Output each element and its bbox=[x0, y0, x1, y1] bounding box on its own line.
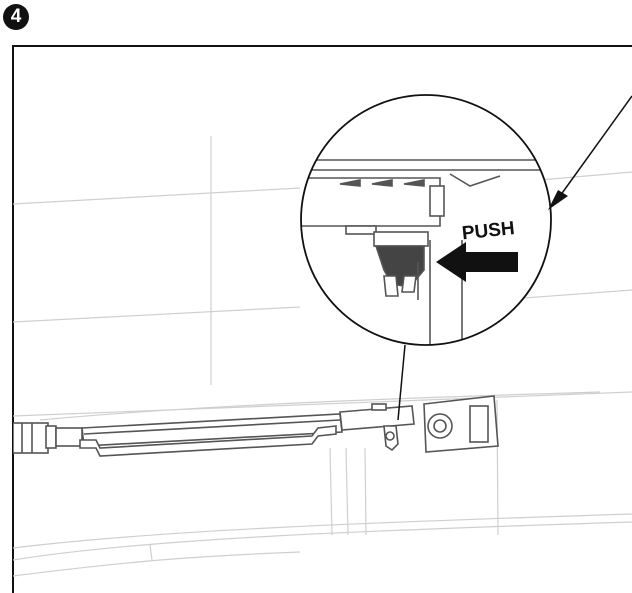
detail-magnifier: PUSH bbox=[300, 94, 552, 346]
push-arrow-icon bbox=[436, 242, 518, 282]
rail-end-cap bbox=[13, 422, 49, 454]
step-number: 4 bbox=[10, 6, 22, 27]
illustration-frame bbox=[12, 45, 632, 593]
slide-rail-assembly bbox=[13, 395, 499, 457]
callout-pointer-arrow bbox=[548, 95, 632, 210]
detail-circle-outline bbox=[300, 94, 552, 346]
rail-lower-bar bbox=[79, 425, 337, 457]
cabinet-wall-grid bbox=[13, 136, 632, 577]
detail-clip-body bbox=[301, 177, 441, 227]
step-number-badge: 4 bbox=[3, 4, 29, 30]
detail-leader-line bbox=[397, 344, 406, 421]
clip-body bbox=[339, 405, 415, 431]
